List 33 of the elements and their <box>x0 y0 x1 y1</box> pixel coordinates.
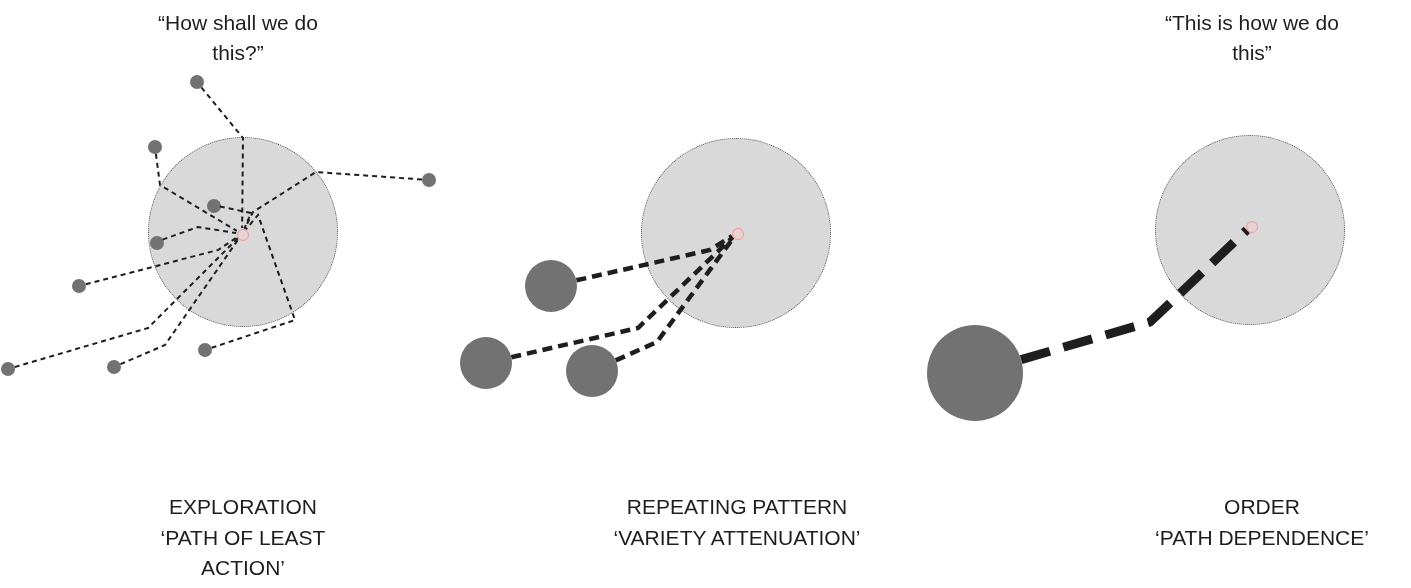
dot <box>198 343 212 357</box>
target-marker <box>1246 221 1258 233</box>
stage-title: REPEATING PATTERN <box>625 494 849 520</box>
stage-subtitle: ‘PATH OF LEAST ACTION’ <box>159 525 327 581</box>
dot <box>460 337 512 389</box>
quote-text: “This is how we do this” <box>1164 10 1340 66</box>
target-marker <box>732 228 744 240</box>
dashed-connector <box>13 237 239 368</box>
stage-subtitle: ‘PATH DEPENDENCE’ <box>1154 525 1370 551</box>
dot <box>72 279 86 293</box>
stage-subtitle: ‘VARIETY ATTENUATION’ <box>612 525 862 551</box>
dashed-connector <box>119 237 240 366</box>
dot <box>1 362 15 376</box>
dot <box>207 199 221 213</box>
quote-text: “How shall we do this?” <box>157 10 319 66</box>
dashed-connector <box>510 235 735 360</box>
dashed-connector <box>575 234 734 283</box>
dashed-connector <box>84 236 238 286</box>
target-marker <box>237 229 249 241</box>
dot <box>150 236 164 250</box>
dashed-connector <box>200 86 244 229</box>
dashed-connector <box>1019 226 1250 364</box>
dashed-connector <box>218 205 253 230</box>
dashed-connector <box>154 152 238 232</box>
dot <box>422 173 436 187</box>
dot <box>525 260 577 312</box>
dot <box>566 345 618 397</box>
dot <box>190 75 204 89</box>
dot <box>107 360 121 374</box>
stage-title: EXPLORATION <box>168 494 318 520</box>
dashed-connector <box>161 225 238 241</box>
stage-title: ORDER <box>1223 494 1301 520</box>
dashed-connector <box>210 213 297 349</box>
